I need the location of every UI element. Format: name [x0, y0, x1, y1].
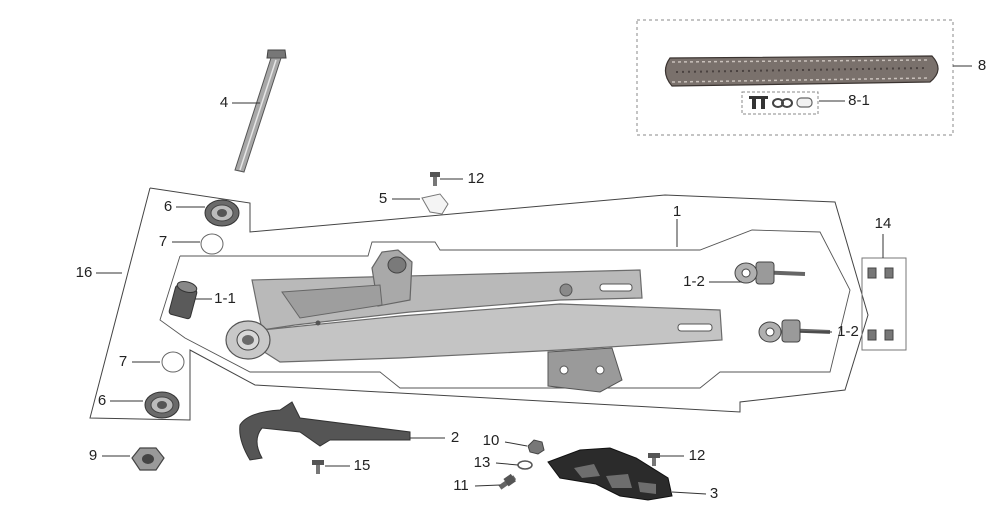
callout-8: 8 [978, 57, 986, 74]
screw-12-bottom [648, 453, 660, 466]
callout-9: 9 [89, 447, 97, 464]
bolt-11 [498, 473, 517, 490]
callout-5: 5 [379, 190, 387, 207]
assembly-outline-1 [159, 229, 851, 389]
seal-ring-bottom [161, 351, 185, 373]
bearing-bottom [144, 391, 180, 419]
screw-15 [312, 460, 324, 474]
hose-guide-bracket [239, 401, 411, 461]
drive-chain [664, 55, 939, 87]
slider-pads [867, 267, 894, 341]
screw-12-top [430, 172, 440, 186]
bearing-top [204, 199, 240, 227]
chain-kit-box [636, 19, 954, 136]
hose-clip [421, 193, 449, 215]
callout-12-top: 12 [468, 170, 485, 187]
callout-3: 3 [710, 485, 718, 502]
seal-ring-top [200, 233, 224, 255]
callout-1: 1 [673, 203, 681, 220]
callout-7-bottom: 7 [119, 353, 127, 370]
callout-1-2-bottom: 1-2 [837, 323, 859, 340]
callout-8-1: 8-1 [848, 92, 870, 109]
callout-11: 11 [453, 477, 469, 494]
callout-7-top: 7 [159, 233, 167, 250]
assembly-outline-16 [89, 187, 869, 421]
callout-16: 16 [76, 264, 93, 281]
callout-6-top: 6 [164, 198, 172, 215]
callout-2: 2 [451, 429, 459, 446]
callout-14: 14 [875, 215, 892, 232]
leader-lines [96, 65, 972, 495]
chain-adjuster-bottom [758, 319, 831, 343]
axle-nut [131, 447, 165, 471]
callout-6-bottom: 6 [98, 392, 106, 409]
master-link-box [741, 91, 819, 115]
master-link-parts [749, 96, 813, 109]
nut-10 [527, 439, 545, 455]
washer-13 [517, 460, 533, 470]
swingarm-axle-bolt [234, 49, 287, 173]
callout-12-bottom: 12 [689, 447, 706, 464]
callout-1-2-top: 1-2 [683, 273, 705, 290]
callout-13: 13 [474, 454, 491, 471]
callout-4: 4 [220, 94, 228, 111]
pivot-bushing [168, 281, 198, 320]
callout-labels: 1 1-2 1-2 1-1 2 3 4 5 6 6 7 7 8 8-1 9 10… [76, 57, 987, 502]
callout-10: 10 [483, 432, 500, 449]
swingarm-body [225, 249, 723, 393]
pad-set-box [861, 257, 907, 351]
callout-15: 15 [354, 457, 371, 474]
callout-1-1: 1-1 [214, 290, 236, 307]
chain-adjuster-top [734, 261, 806, 285]
chain-guide [547, 447, 673, 501]
